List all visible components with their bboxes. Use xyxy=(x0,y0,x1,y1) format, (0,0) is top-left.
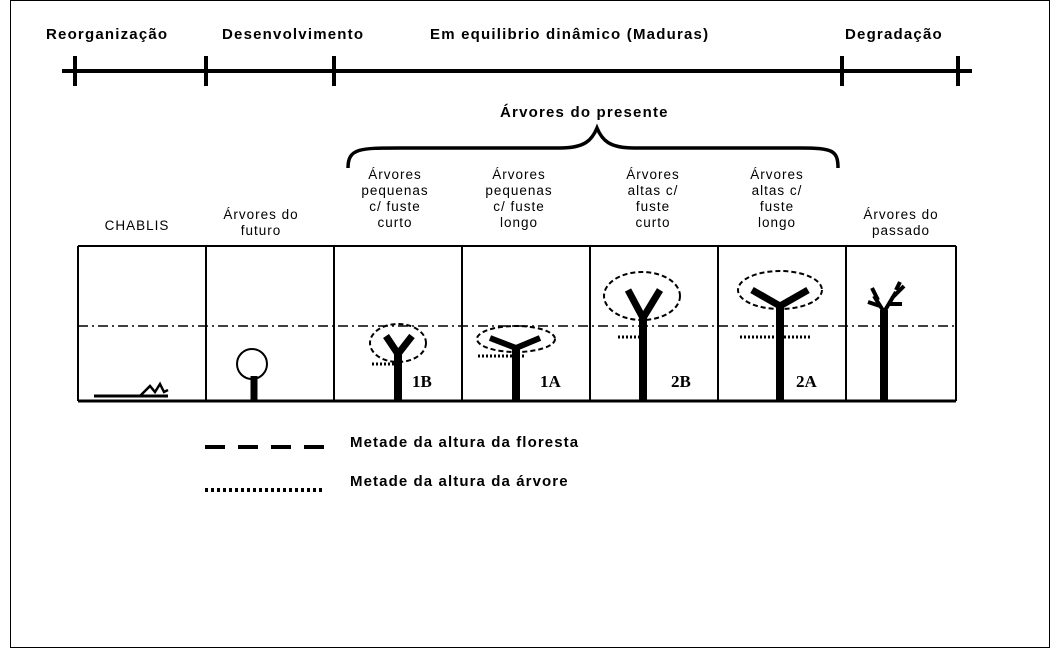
table-grid xyxy=(77,245,957,403)
column-label-passado: Árvores do passado xyxy=(863,207,939,238)
future-tree-icon xyxy=(236,348,268,400)
tree-2a-icon xyxy=(737,270,823,400)
tree-1a-icon xyxy=(476,325,556,400)
tag-1b: 1B xyxy=(412,372,432,391)
tree-2b-icon xyxy=(603,271,681,400)
present-group-label: Árvores do presente xyxy=(500,104,669,121)
phase-reorganizacao: Reorganização xyxy=(46,26,169,43)
phase-degradacao: Degradação xyxy=(845,26,943,43)
column-label-2a: Árvores altas c/ fuste longo xyxy=(750,167,804,230)
column-label-1b: Árvores pequenas c/ fuste curto xyxy=(361,167,429,230)
tree-1b-icon xyxy=(369,323,427,400)
legend-label-tree-half: Metade da altura da árvore xyxy=(350,473,569,490)
column-label-chablis: CHABLIS xyxy=(104,218,170,233)
tag-1a: 1A xyxy=(540,372,561,391)
legend-label-forest-half: Metade da altura da floresta xyxy=(350,434,580,451)
past-tree-icon xyxy=(867,281,906,400)
tag-2b: 2B xyxy=(671,372,691,391)
figure-frame xyxy=(10,0,1050,648)
phase-desenvolvimento: Desenvolvimento xyxy=(222,26,365,43)
column-label-1a: Árvores pequenas c/ fuste longo xyxy=(485,167,553,230)
fallen-tree-icon xyxy=(94,381,169,398)
phase-equilibrio: Em equilibrio dinâmico (Maduras) xyxy=(430,26,710,43)
timeline-axis xyxy=(62,56,972,86)
column-label-2b: Árvores altas c/ fuste curto xyxy=(626,167,680,230)
present-group-brace xyxy=(346,123,840,169)
column-label-futuro: Árvores do futuro xyxy=(223,207,299,238)
tag-2a: 2A xyxy=(796,372,817,391)
